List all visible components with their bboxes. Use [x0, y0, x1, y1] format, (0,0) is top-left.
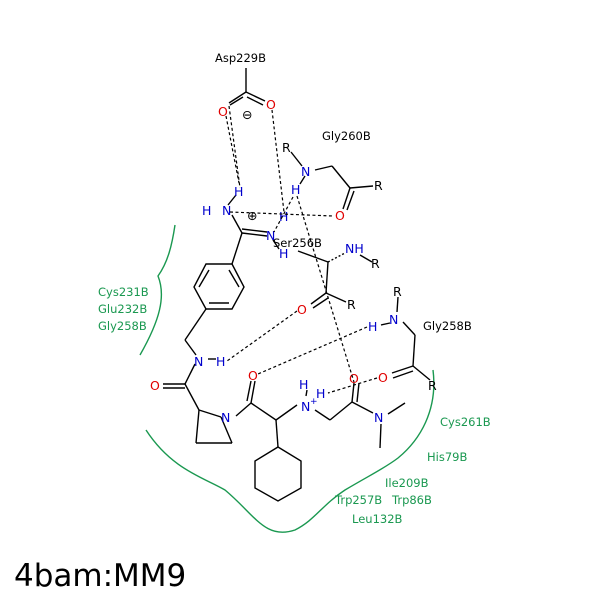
benzyl-nitrogen: N — [194, 354, 203, 369]
gly258b-backbone — [380, 296, 431, 381]
gly258b-hydrogen: H — [368, 319, 377, 334]
asp229b-oxygen-right: O — [266, 97, 276, 112]
hydrophobic-label-trp86b: Trp86B — [391, 493, 432, 507]
glycinamide-oxygen: O — [349, 371, 359, 386]
amidine-h-lower: H — [279, 246, 288, 261]
benzene-ring — [184, 263, 245, 356]
hydrophobic-label-gly258b: Gly258B — [98, 319, 147, 333]
hbond-gly260h-amidine — [273, 196, 294, 233]
ammonium-h-top: H — [299, 377, 308, 392]
hbond-asp-amidine-3 — [271, 109, 285, 213]
azetidine-nitrogen: N — [221, 410, 230, 425]
hydrophobic-label-his79b: His79B — [427, 450, 467, 464]
hbond-asp-amidine-1 — [225, 115, 240, 184]
benzyl-hydrogen: H — [216, 354, 225, 369]
residue-label-asp229b: Asp229B — [215, 51, 266, 65]
gly260b-nitrogen: N — [301, 164, 310, 179]
ser256b-r-lower: R — [347, 297, 356, 312]
hbond-gly258-carbonyl — [257, 326, 368, 375]
gly260b-backbone — [290, 151, 374, 211]
gly258b-r-bottom: R — [428, 378, 437, 393]
amidine-nitrogen-right: N — [266, 228, 275, 243]
gly260b-r-group: R — [282, 140, 291, 155]
hydrophobic-label-leu132b: Leu132B — [352, 512, 403, 526]
amidine-nitrogen-left: N — [222, 203, 231, 218]
asp229b-oxygen-left: O — [218, 104, 228, 119]
gly258b-nitrogen: N — [389, 312, 398, 327]
ammonium-glycinamide — [275, 382, 406, 449]
dimethylamine-nitrogen: N — [374, 410, 383, 425]
hydrophobic-label-cys261b: Cys261B — [440, 415, 491, 429]
hydrophobic-label-trp257b: Trp257B — [334, 493, 382, 507]
ser256b-nh: NH — [345, 241, 364, 256]
gly258b-oxygen: O — [378, 370, 388, 385]
ammonium-nitrogen: N — [301, 399, 310, 414]
cyclohexyl-ring — [254, 419, 302, 502]
amidinium-group — [227, 194, 280, 265]
gly260b-hydrogen: H — [291, 182, 300, 197]
residue-label-gly260b: Gly260B — [322, 129, 371, 143]
hbond-gly260-amidine — [229, 211, 334, 217]
residue-label-gly258b: Gly258B — [423, 319, 472, 333]
azetidine-amide — [163, 380, 277, 444]
hydrogen-bonds — [225, 105, 378, 394]
hbond-asp-amidine-2 — [228, 105, 241, 189]
amide-oxygen-left: O — [150, 378, 160, 393]
hydrophobic-label-cys231b: Cys231B — [98, 285, 149, 299]
hydrophobic-label-ile209b: Ile209B — [385, 476, 429, 490]
ammonium-h-right: H — [316, 386, 325, 401]
ser256b-r-upper: R — [371, 256, 380, 271]
hbond-gly260h-ser — [296, 195, 355, 383]
gly260b-r-right: R — [374, 178, 383, 193]
ammonium-plus: + — [310, 397, 318, 407]
amidine-h-top: H — [234, 184, 243, 199]
diagram-title: 4bam:MM9 — [14, 558, 186, 594]
hydrophobic-arc-bottom — [145, 369, 435, 533]
amidine-h-upper: H — [279, 209, 288, 224]
gly260b-oxygen: O — [335, 208, 345, 223]
gly258b-r-top: R — [393, 284, 402, 299]
amidine-h-left: H — [202, 203, 211, 218]
asp229b-carboxylate — [228, 68, 266, 106]
hydrophobic-label-glu232b: Glu232B — [98, 302, 147, 316]
positive-charge-icon: ⊕ — [247, 208, 257, 223]
negative-charge-icon: ⊖ — [242, 107, 252, 122]
amide-oxygen-mid: O — [248, 368, 258, 383]
ser256b-oxygen: O — [297, 302, 307, 317]
ser256b-backbone — [297, 250, 373, 309]
benzyl-nh — [184, 358, 216, 385]
hydrophobic-arc-left — [139, 224, 176, 356]
hbond-ser-benzylnh — [226, 310, 298, 362]
